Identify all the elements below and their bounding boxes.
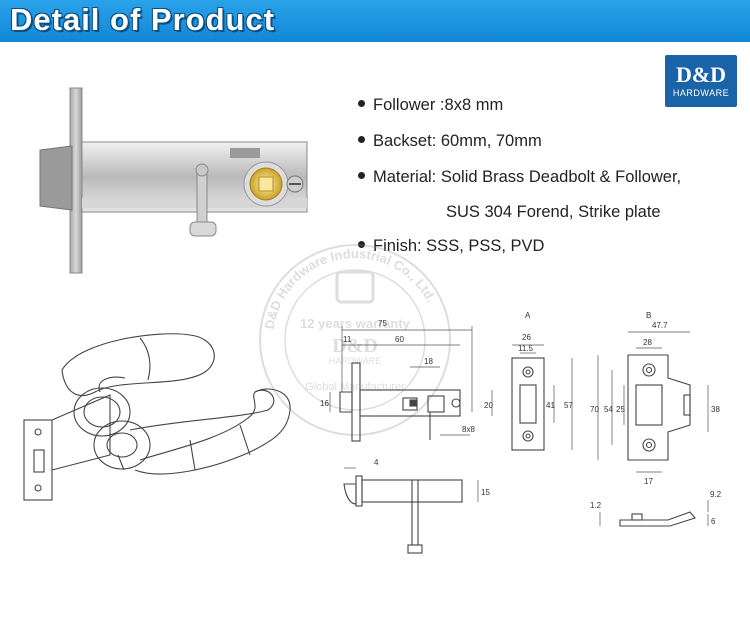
dim-b-6: 6 bbox=[711, 517, 716, 526]
dim-4: 4 bbox=[374, 458, 379, 467]
bullet-icon bbox=[358, 241, 365, 249]
logo-subtitle: HARDWARE bbox=[672, 88, 730, 98]
latch-top-view bbox=[339, 362, 461, 442]
dim-b-17: 17 bbox=[644, 477, 653, 486]
spec-backset: Backset: 60mm, 70mm bbox=[358, 132, 542, 151]
bullet-icon bbox=[358, 100, 365, 108]
header-banner: Detail of Product bbox=[0, 0, 750, 42]
dim-b-1-2: 1.2 bbox=[590, 501, 602, 510]
dim-a-57: 57 bbox=[564, 401, 573, 410]
dim-b-47-7: 47.7 bbox=[652, 321, 668, 330]
dim-20: 20 bbox=[484, 401, 493, 410]
plate-a-label: A bbox=[525, 311, 531, 320]
spec-finish: Finish: SSS, PSS, PVD bbox=[358, 237, 544, 256]
dim-b-38: 38 bbox=[711, 405, 720, 414]
dim-a-11-5: 11.5 bbox=[518, 344, 534, 353]
watermark-brand: D&D bbox=[332, 335, 378, 357]
watermark-sub: HARDWARE bbox=[329, 356, 381, 366]
dim-75: 75 bbox=[378, 319, 387, 328]
dim-18: 18 bbox=[424, 357, 433, 366]
strike-plate-a bbox=[511, 357, 545, 451]
dim-a-26: 26 bbox=[522, 333, 531, 342]
dim-a-41: 41 bbox=[546, 401, 555, 410]
watermark-warranty: 12 years warranty bbox=[300, 316, 411, 331]
spec-material: Material: Solid Brass Deadbolt & Followe… bbox=[358, 168, 681, 187]
brand-logo: D&D HARDWARE bbox=[665, 55, 737, 107]
bullet-icon bbox=[358, 136, 365, 144]
spec-material-continued: SUS 304 Forend, Strike plate bbox=[446, 203, 661, 221]
dim-b-70: 70 bbox=[590, 405, 599, 414]
dim-15: 15 bbox=[481, 488, 490, 497]
latch-side-view bbox=[343, 475, 463, 554]
logo-brand: D&D bbox=[675, 62, 727, 87]
bullet-icon bbox=[358, 172, 365, 180]
dim-b-25: 25 bbox=[616, 405, 625, 414]
dim-60: 60 bbox=[395, 335, 404, 344]
strike-plate-b bbox=[619, 354, 696, 527]
dim-b-28: 28 bbox=[643, 338, 652, 347]
dim-16: 16 bbox=[320, 399, 329, 408]
dim-b-9-2: 9.2 bbox=[710, 490, 722, 499]
dim-b-54: 54 bbox=[604, 405, 613, 414]
spec-follower: Follower :8x8 mm bbox=[358, 96, 503, 115]
dim-11: 11 bbox=[343, 335, 352, 344]
lever-handle-drawing bbox=[23, 333, 291, 501]
banner-title: Detail of Product bbox=[10, 2, 276, 37]
product-photo bbox=[39, 87, 308, 274]
plate-b-label: B bbox=[646, 311, 651, 320]
watermark-seal: D&D Hardware Industrial Co., Ltd. 12 yea… bbox=[259, 244, 451, 436]
dim-8x8: 8x8 bbox=[462, 425, 475, 434]
